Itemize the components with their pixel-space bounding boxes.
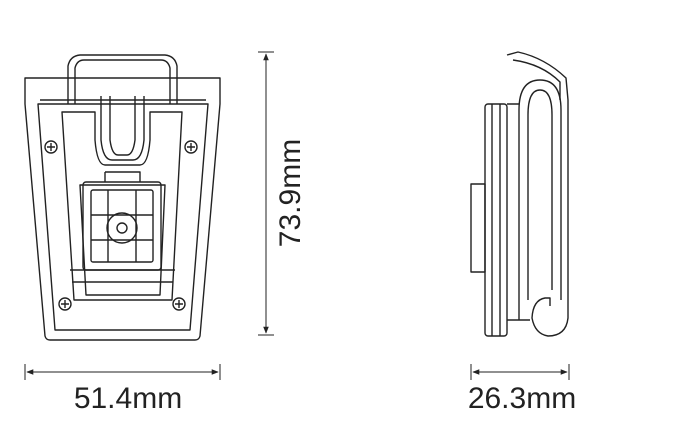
side-clip-body [506, 51, 569, 337]
front-outer-body [24, 77, 221, 341]
front-inner-body [37, 103, 209, 331]
height-dimension [258, 51, 274, 336]
depth-dimension [470, 364, 570, 380]
screw-bottom-right [172, 297, 186, 311]
front-view [24, 54, 221, 341]
screw-top-left [44, 140, 58, 154]
side-back-plate [484, 103, 508, 337]
front-belt-channel [61, 111, 183, 301]
width-label: 51.4mm [74, 382, 182, 415]
front-center-knob [106, 212, 138, 244]
screw-top-right [184, 140, 198, 154]
side-view [470, 51, 569, 337]
side-clip-loop [518, 79, 562, 320]
height-label: 73.9mm [274, 139, 307, 247]
front-mount-square [82, 181, 162, 271]
width-dimension [24, 364, 221, 380]
depth-label: 26.3mm [468, 382, 576, 415]
screw-bottom-left [58, 297, 72, 311]
front-top-clip [67, 54, 178, 104]
